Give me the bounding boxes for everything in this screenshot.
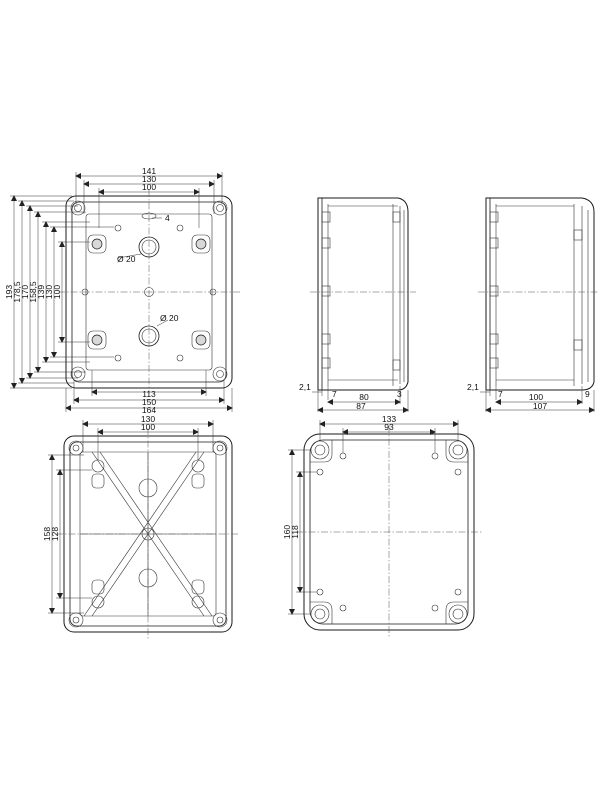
dim-3: 3 — [397, 389, 402, 399]
dim-7-right: 7 — [498, 389, 503, 399]
top-view: 141 130 100 113 150 164 — [4, 166, 240, 415]
dim-118: 118 — [290, 525, 300, 539]
dim-100-v: 100 — [52, 285, 62, 299]
side-view-107: 2,1 7 100 9 107 — [467, 197, 598, 413]
dim-100-side: 100 — [529, 392, 543, 402]
dim-2-1-left: 2,1 — [299, 382, 311, 392]
dim-2-1-right: 2,1 — [467, 382, 479, 392]
dim-100: 100 — [142, 182, 156, 192]
dim-87: 87 — [356, 401, 366, 411]
dim-128: 128 — [50, 527, 60, 541]
side-view-87: 2,1 7 80 3 87 — [299, 197, 416, 413]
dim-170: 170 — [20, 285, 30, 299]
dim-158-5: 158,5 — [28, 281, 38, 303]
dim-160: 160 — [282, 525, 292, 539]
bottom-view-lid: 133 93 160 118 — [282, 414, 482, 638]
dim-113: 113 — [142, 389, 156, 399]
dim-130: 130 — [142, 174, 156, 184]
hole-dim-20-upper: Ø 20 — [117, 254, 136, 264]
dim-133: 133 — [382, 414, 396, 424]
dim-164: 164 — [142, 405, 156, 415]
hole-dim-4: 4 — [165, 213, 170, 223]
dim-150: 150 — [142, 397, 156, 407]
dim-130-bottom: 130 — [141, 414, 155, 424]
hole-dim-20-lower: Ø 20 — [160, 313, 179, 323]
dim-107: 107 — [533, 401, 547, 411]
dim-9: 9 — [585, 389, 590, 399]
dim-158: 158 — [42, 527, 52, 541]
dim-193: 193 — [4, 285, 14, 299]
bottom-view-base: 130 100 158 128 — [42, 414, 240, 640]
dim-178-5: 178,5 — [12, 281, 22, 303]
dim-100-bottom: 100 — [141, 422, 155, 432]
dim-141: 141 — [142, 166, 156, 176]
dim-130-v: 130 — [44, 285, 54, 299]
dim-93: 93 — [384, 422, 394, 432]
dim-80: 80 — [359, 392, 369, 402]
dim-7-left: 7 — [332, 389, 337, 399]
dim-139: 139 — [36, 285, 46, 299]
